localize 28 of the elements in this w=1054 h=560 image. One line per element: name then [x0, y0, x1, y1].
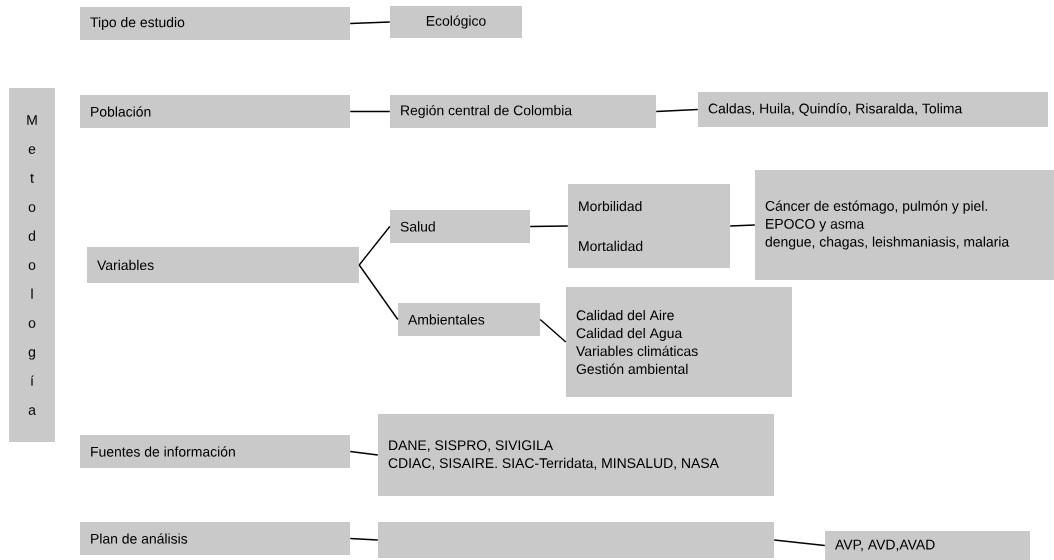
connector-line	[529, 225, 569, 228]
connector-line	[349, 537, 379, 541]
connector-line	[655, 108, 699, 113]
connector-line	[358, 225, 391, 266]
text-box: Región central de Colombia	[390, 95, 656, 128]
text-box: Plan de análisis	[80, 522, 350, 555]
connector-line	[539, 318, 567, 343]
empty-box	[378, 522, 774, 558]
text-box: Población	[80, 95, 350, 128]
text-box: Ambientales	[398, 303, 540, 336]
connector-line	[349, 21, 391, 25]
text-box: Calidad del Aire Calidad del Agua Variables climáticas Gestión ambiental	[566, 287, 792, 397]
text-box: AVP, AVD,AVAD	[825, 531, 1030, 560]
text-box: Cáncer de estómago, pulmón y piel. EPOCO y asma dengue, chagas, leishmaniasis, malaria	[755, 170, 1054, 280]
text-box: Fuentes de información	[80, 435, 350, 468]
text-box: Caldas, Huila, Quindío, Risaralda, Tolima	[698, 92, 1048, 127]
text-box: Variables	[87, 247, 359, 283]
text-box: Morbilidad Mortalidad	[568, 184, 730, 268]
connector-line	[349, 450, 379, 456]
connector-line	[729, 224, 756, 227]
connector-line	[349, 110, 391, 113]
connector-line	[358, 264, 399, 321]
side-title-box: Metodología	[9, 88, 55, 442]
text-box: DANE, SISPRO, SIVIGILA CDIAC, SISAIRE. SIAC-Terridata, MINSALUD, NASA	[378, 414, 774, 496]
connector-line	[773, 539, 826, 547]
text-box: Ecológico	[390, 6, 522, 38]
text-box: Salud	[390, 210, 530, 243]
text-box: Tipo de estudio	[80, 7, 350, 40]
